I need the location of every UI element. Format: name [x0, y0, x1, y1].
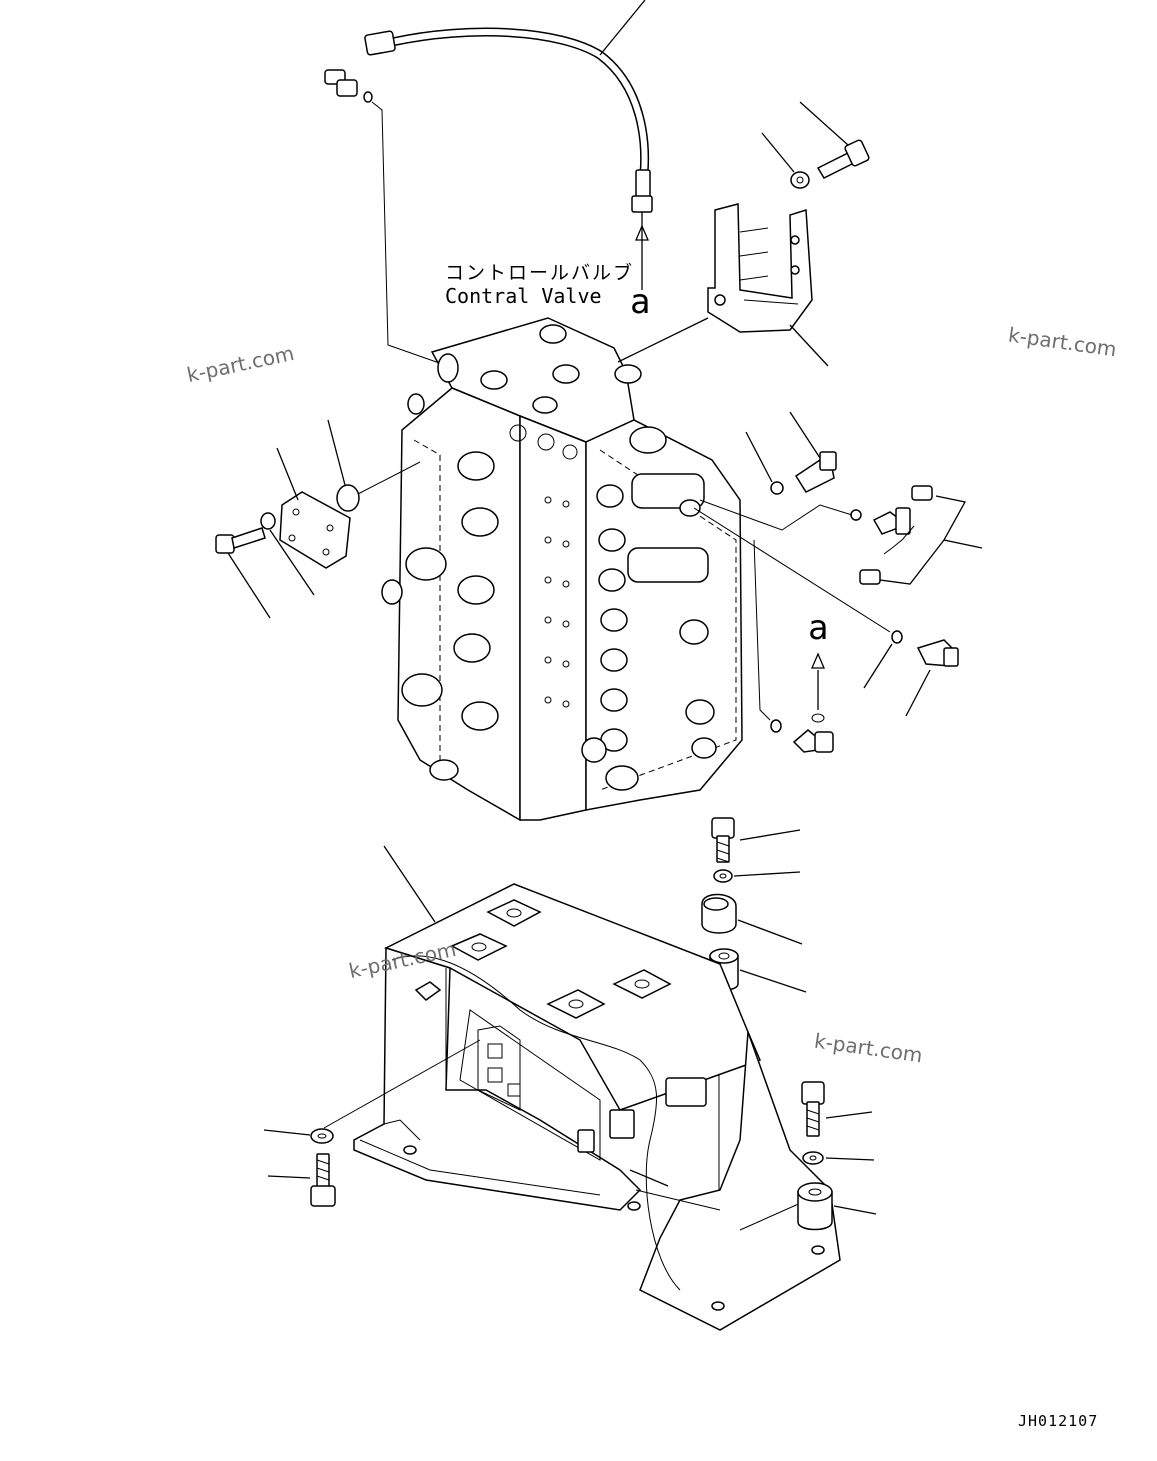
hose-assembly — [364, 0, 653, 290]
frame-washer-right — [802, 1151, 875, 1165]
valve-mount-bolt — [711, 817, 801, 863]
frame-washer-left — [263, 1039, 481, 1144]
rubber-mount — [701, 893, 803, 945]
view-marker-top: a — [630, 282, 651, 322]
control-valve-body — [381, 317, 743, 822]
o-ring-sensor-lower — [693, 507, 903, 689]
bracket-bolt — [799, 101, 870, 179]
frame-bolt-right — [801, 1081, 873, 1137]
mounting-bracket — [707, 203, 829, 367]
elbow-fitting — [324, 69, 446, 366]
component-label-japanese: コントロールバルブ — [445, 262, 635, 284]
frame-bolt-left — [267, 1153, 336, 1207]
fitting-assembly-right — [699, 485, 983, 585]
bracket-washer — [761, 132, 810, 189]
o-ring-left — [327, 419, 421, 512]
cover-washer — [260, 512, 315, 596]
valve-mount-washer — [713, 869, 801, 883]
o-ring-sensor-upper — [745, 431, 784, 495]
cover-bolt — [215, 527, 271, 619]
pressure-sensor-lower — [905, 639, 959, 717]
cover-plate — [276, 447, 351, 569]
view-marker-right: a — [808, 608, 829, 648]
base-frame — [353, 845, 841, 1331]
component-label-english: Contral Valve — [445, 284, 602, 308]
drawing-id: JH012107 — [1018, 1412, 1099, 1430]
frame-spacer-right — [797, 1182, 877, 1231]
elbow-fitting-lower — [753, 539, 834, 753]
pressure-sensor-upper — [789, 411, 837, 493]
